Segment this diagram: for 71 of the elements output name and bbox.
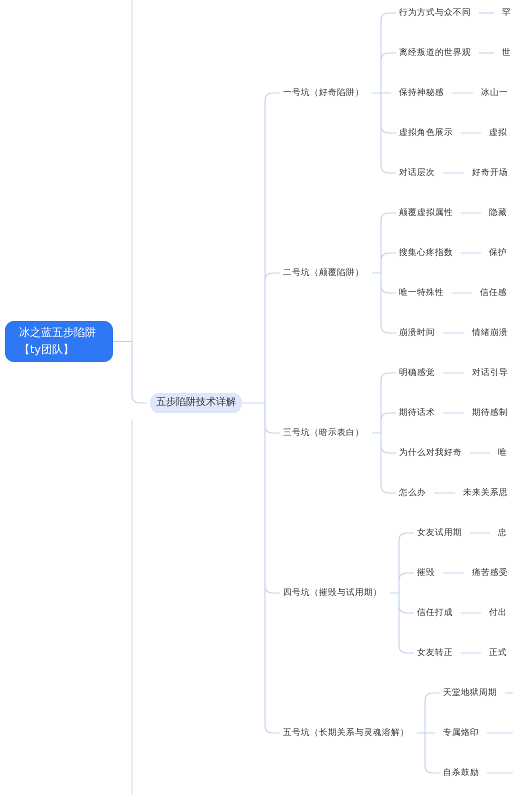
connector-line	[487, 772, 513, 774]
branch-label: 为什么对我好奇	[399, 446, 462, 460]
branch-label: 期待感制	[472, 406, 508, 420]
connector-line	[372, 92, 396, 174]
connector-line	[461, 132, 481, 134]
branch-label: 虚拟	[489, 126, 507, 140]
branch-label: 期待话术	[399, 406, 435, 420]
branch-label: 颠覆虚拟属性	[399, 206, 453, 220]
connector-line	[452, 292, 472, 294]
branch-label: 摧毁	[417, 566, 435, 580]
connector-line	[113, 340, 147, 404]
connector-line	[434, 492, 455, 494]
branch-label: 离经叛道的世界观	[399, 46, 471, 60]
connector-line	[443, 332, 464, 334]
branch-label: 正式	[489, 646, 507, 660]
branch-label: 隐藏	[489, 206, 507, 220]
branch-label: 四号坑（摧毁与试用期）	[283, 586, 382, 600]
connector-line	[461, 252, 481, 254]
branch-label: 未来关系思	[463, 486, 508, 500]
branch-label: 自杀鼓励	[443, 766, 479, 780]
branch-label: 信任感	[480, 286, 507, 300]
connector-line	[461, 612, 481, 614]
branch-label: 信任打成	[417, 606, 453, 620]
branch-label: 保护	[489, 246, 507, 260]
connector-line	[470, 532, 490, 534]
branch-label: 女友试用期	[417, 526, 462, 540]
connector-line	[461, 652, 481, 654]
branch-label: 一号坑（好奇陷阱）	[283, 86, 364, 100]
connector-line	[417, 732, 440, 774]
branch-label: 情绪崩溃	[472, 326, 508, 340]
branch-label: 好奇开场	[472, 166, 508, 180]
connector-line	[242, 402, 280, 734]
connector-line	[479, 12, 494, 14]
connector-line	[461, 212, 481, 214]
connector-line	[487, 732, 513, 734]
branch-label: 怎么办	[399, 486, 426, 500]
branch-label: 明确感觉	[399, 366, 435, 380]
connector-line	[443, 572, 464, 574]
branch-label: 唯一特殊性	[399, 286, 444, 300]
connector-line	[505, 692, 513, 694]
connector-line	[372, 432, 396, 494]
connector-line	[390, 592, 414, 654]
branch-label: 五号坑（长期关系与灵魂溶解）	[283, 726, 409, 740]
branch-label: 忠	[498, 526, 507, 540]
branch-label: 世	[502, 46, 511, 60]
branch-label: 对话引导	[472, 366, 508, 380]
branch-label: 罕	[502, 6, 511, 20]
branch-label: 二号坑（颠覆陷阱）	[283, 266, 364, 280]
topic-pill: 五步陷阱技术详解	[150, 393, 242, 413]
connector-line	[470, 452, 490, 454]
connector-line	[452, 92, 473, 94]
connector-line	[479, 52, 494, 54]
branch-label: 唯	[498, 446, 507, 460]
connector-line	[443, 412, 464, 414]
branch-label: 冰山一	[481, 86, 508, 100]
branch-label: 保持神秘感	[399, 86, 444, 100]
branch-label: 虚拟角色展示	[399, 126, 453, 140]
branch-label: 付出	[489, 606, 507, 620]
connector-line	[372, 272, 396, 334]
branch-label: 专属烙印	[443, 726, 479, 740]
branch-label: 崩溃时间	[399, 326, 435, 340]
branch-label: 对话层次	[399, 166, 435, 180]
branch-label: 搜集心疼指数	[399, 246, 453, 260]
branch-label: 天堂地狱周期	[443, 686, 497, 700]
connector-line	[443, 372, 464, 374]
root-box: 冰之蓝五步陷阱【ty团队】	[5, 321, 113, 362]
branch-label: 行为方式与众不同	[399, 6, 471, 20]
branch-label: 痛苦感受	[472, 566, 508, 580]
branch-label: 女友转正	[417, 646, 453, 660]
branch-label: 三号坑（暗示表白）	[283, 426, 364, 440]
connector-line	[443, 172, 464, 174]
